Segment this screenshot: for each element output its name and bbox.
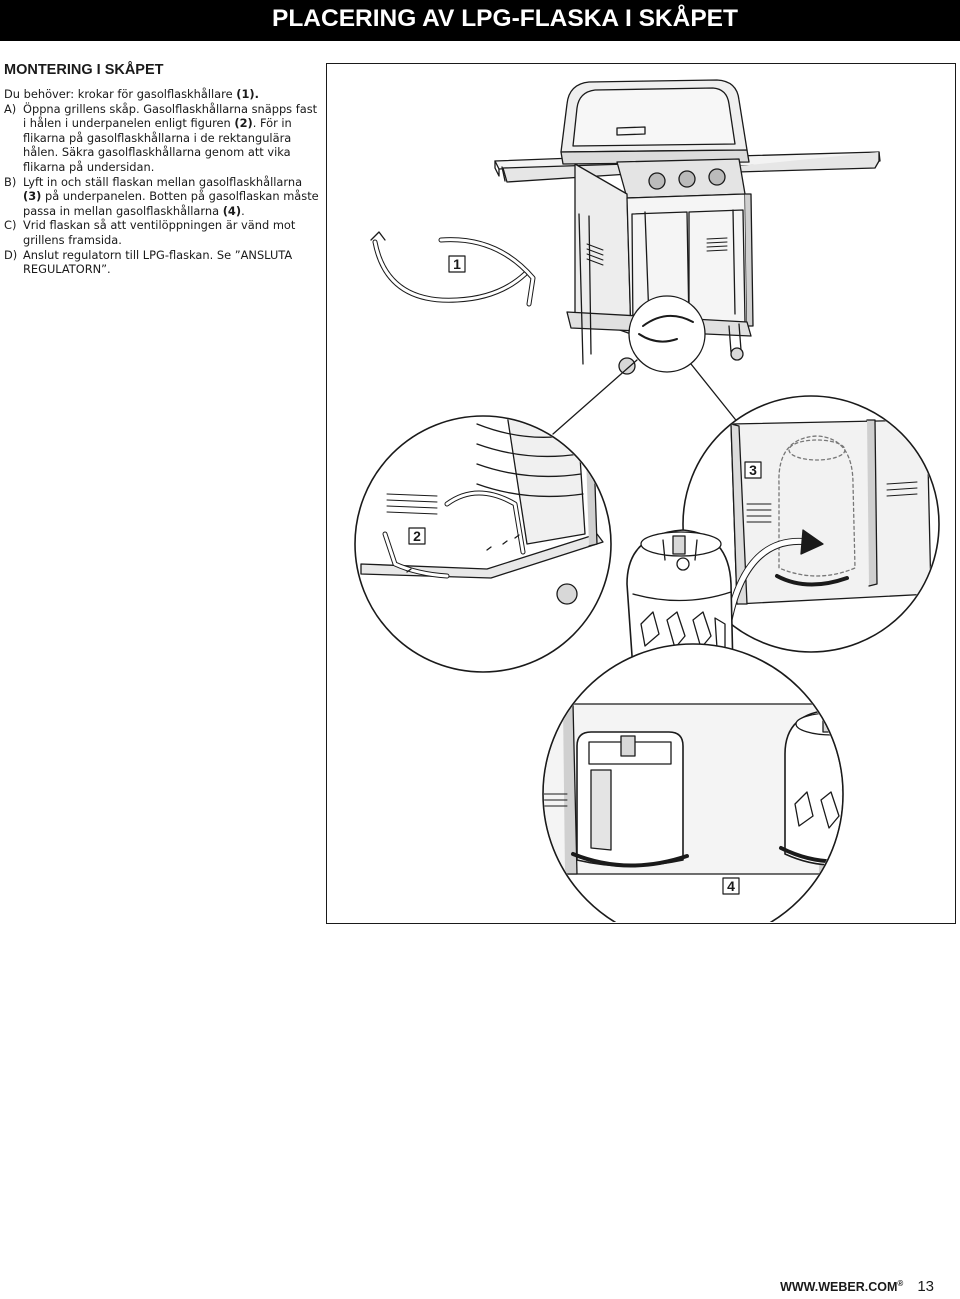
step-b: B) Lyft in och ställ flaskan mellan gaso… (4, 175, 322, 219)
registered-mark: ® (897, 1278, 904, 1288)
steel-cylinder (779, 709, 842, 866)
page-title: PLACERING AV LPG-FLASKA I SKÅPET (272, 5, 738, 32)
header-bar: PLACERING AV LPG-FLASKA I SKÅPET (0, 0, 960, 41)
section-title: MONTERING I SKÅPET (4, 62, 164, 78)
step-c: C) Vrid flaskan så att ventilöppningen ä… (4, 218, 322, 247)
callout-box-2 (408, 527, 426, 545)
cylinder-holder-parts: 1 (370, 231, 536, 307)
callout-1: 1 (453, 256, 461, 272)
zoom-detail-holders: 2 (354, 415, 612, 673)
installation-illustration: 1 (354, 79, 940, 922)
step-text: Öppna grillens skåp. Gasolflaskhållarna … (23, 101, 318, 174)
step-letter: C) (4, 218, 17, 233)
composite-cylinder (571, 731, 689, 868)
step-a: A) Öppna grillens skåp. Gasolflaskhållar… (4, 102, 322, 175)
website-link[interactable]: WWW.WEBER.COM® (780, 1278, 904, 1294)
step-d: D) Anslut regulatorn till LPG-flaskan. S… (4, 248, 322, 277)
callout-box-4 (722, 877, 740, 895)
callout-box-1 (448, 255, 466, 273)
illustration-frame: 1 (326, 63, 956, 924)
instructions-column: MONTERING I SKÅPET Du behöver: krokar fö… (4, 62, 322, 277)
step-text: Anslut regulatorn till LPG-flaskan. Se ”… (23, 247, 293, 277)
callout-4: 4 (727, 878, 735, 894)
callout-box-3 (744, 461, 762, 479)
step-text: Lyft in och ställ flaskan mellan gasolfl… (23, 174, 319, 218)
zoom-detail-installed: 4 (542, 643, 844, 922)
page-footer: WWW.WEBER.COM® 13 (780, 1278, 934, 1295)
step-letter: B) (4, 174, 17, 189)
grill-drawing (494, 79, 881, 435)
page-number: 13 (917, 1278, 934, 1295)
intro-text: Du behöver: krokar för gasolflaskhållare… (4, 87, 259, 101)
callout-3: 3 (749, 462, 757, 478)
step-letter: A) (4, 101, 17, 116)
zoom-detail-cylinder-placement: 3 (626, 395, 940, 683)
step-text: Vrid flaskan så att ventilöppningen är v… (23, 218, 296, 247)
step-letter: D) (4, 247, 18, 262)
callout-2: 2 (413, 528, 421, 544)
